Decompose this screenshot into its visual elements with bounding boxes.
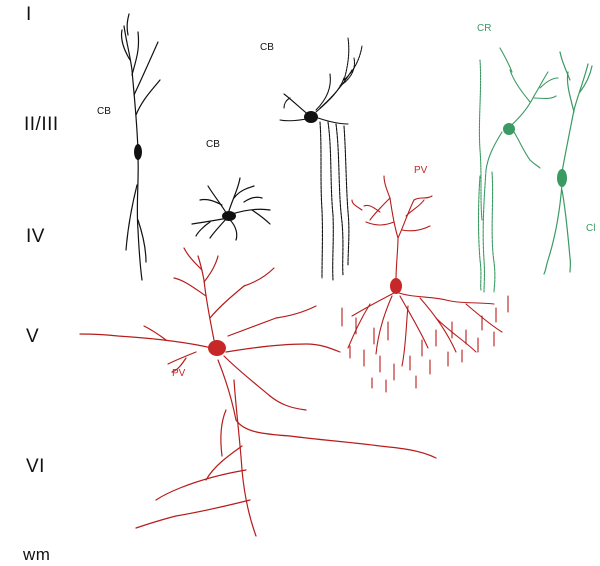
cr-bouquet-soma (503, 123, 515, 135)
pv-basket-soma (208, 340, 226, 356)
cr-bipolar-soma (557, 169, 567, 187)
pv-chandelier-soma (390, 278, 402, 294)
pv-chandelier-neuron (342, 176, 508, 392)
cb-multipolar-neuron (192, 178, 270, 240)
cb-double-bouquet-soma (304, 111, 318, 123)
cb-double-bouquet-neuron (280, 38, 362, 280)
pv-basket-neuron (80, 248, 436, 536)
cb-bipolar-neuron (121, 14, 160, 280)
cr-bouquet-neuron (479, 48, 559, 292)
cb-bipolar-soma (134, 144, 142, 160)
cb-multipolar-soma (222, 211, 236, 221)
cr-bipolar-neuron (544, 52, 592, 274)
